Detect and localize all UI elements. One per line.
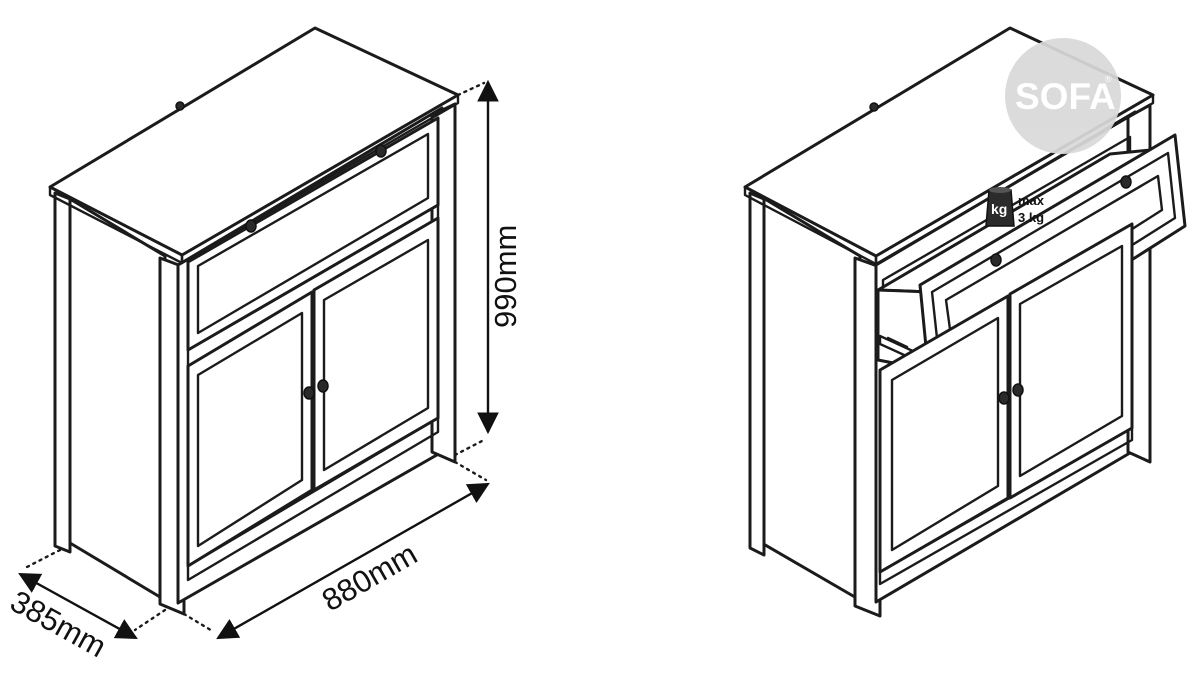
logo-registered-mark: ® <box>1105 74 1112 84</box>
max-load-line2: 3 kg <box>1018 210 1044 225</box>
cabinet-closed <box>48 26 460 616</box>
logo-circle <box>1005 38 1121 154</box>
sofa-logo: SOFA ® <box>1005 38 1121 154</box>
cabinet-open <box>743 26 1187 618</box>
weight-icon-label: kg <box>991 201 1007 217</box>
max-load-line1: max <box>1018 193 1045 208</box>
max-load-badge: kg max 3 kg <box>985 187 1045 227</box>
height-label: 990mm <box>488 225 523 328</box>
dimension-lines <box>18 79 499 640</box>
logo-text: SOFA <box>1015 76 1116 117</box>
weight-icon: kg <box>985 187 1015 227</box>
width-label: 880mm <box>316 536 423 618</box>
